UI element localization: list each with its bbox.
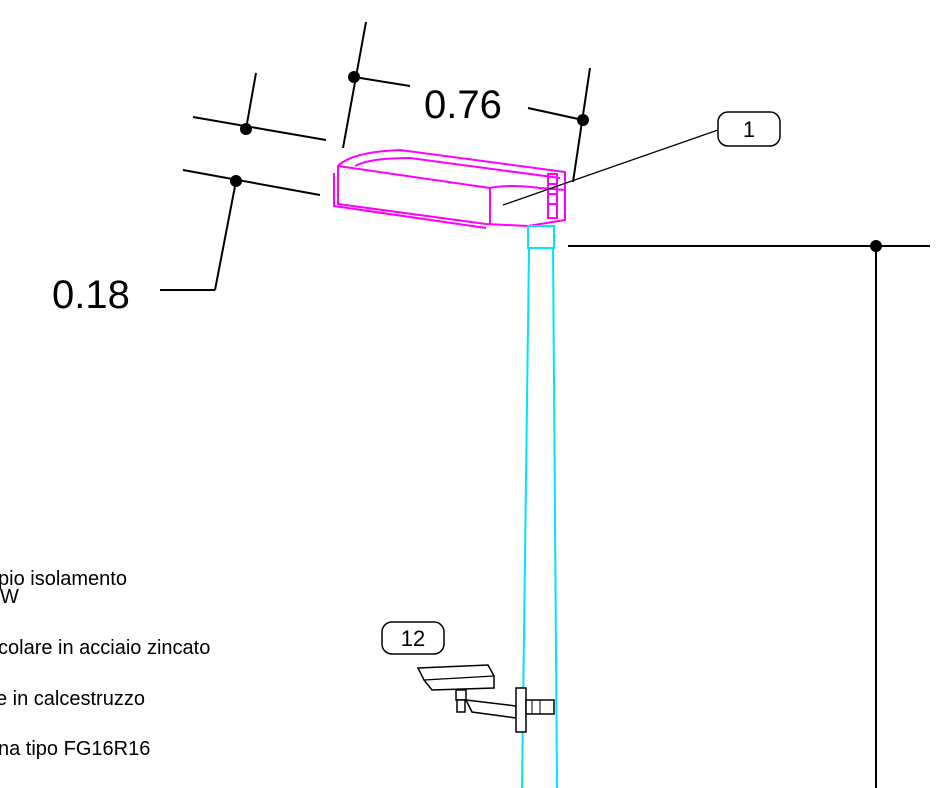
dimension-width: 0.76 bbox=[342, 21, 591, 183]
callout-lamp: 1 bbox=[502, 111, 781, 206]
camera-body bbox=[416, 664, 495, 691]
note-line: na tipo FG16R16 bbox=[0, 738, 150, 760]
dimension-width-label: 0.76 bbox=[424, 83, 502, 127]
callout-camera: 12 bbox=[381, 621, 445, 655]
dimension-line-bottom bbox=[214, 180, 237, 291]
extension-line-top bbox=[192, 116, 327, 141]
dimension-line-top bbox=[245, 72, 257, 130]
dimension-dot bbox=[230, 175, 242, 187]
pole-top-joint bbox=[527, 225, 555, 249]
dimension-height-label: 0.18 bbox=[52, 273, 130, 317]
camera-arm bbox=[464, 699, 517, 719]
dimension-line-left bbox=[353, 76, 411, 87]
callout-number: 1 bbox=[743, 117, 755, 142]
lamp-housing bbox=[337, 148, 566, 228]
callout-number: 12 bbox=[401, 626, 425, 651]
note-line: e in calcestruzzo bbox=[0, 688, 145, 710]
lamp-mount-bracket bbox=[547, 173, 558, 219]
lamp-top-ridge bbox=[354, 156, 561, 179]
callout-bubble bbox=[381, 621, 445, 655]
cctv-camera bbox=[416, 664, 555, 733]
dimension-line-right bbox=[527, 107, 584, 121]
camera-pivot bbox=[455, 689, 467, 701]
note-line: pio isolamento bbox=[0, 568, 127, 590]
pole-right-edge bbox=[552, 247, 558, 788]
callout-bubble bbox=[717, 111, 781, 147]
legend-notes: pio isolamento W colare in acciaio zinca… bbox=[0, 568, 210, 760]
dimension-height: 0.18 bbox=[52, 72, 327, 317]
note-line: colare in acciaio zincato bbox=[0, 637, 210, 659]
extension-line-bottom bbox=[182, 169, 321, 196]
dimension-dot bbox=[577, 114, 589, 126]
lamp-front-edge bbox=[337, 165, 491, 224]
note-line: W bbox=[0, 586, 19, 608]
lamp-body-line bbox=[489, 185, 566, 191]
callout-leader bbox=[502, 129, 719, 206]
extension-line-left bbox=[342, 21, 367, 149]
dimension-dot bbox=[870, 240, 882, 252]
dimension-dot bbox=[348, 71, 360, 83]
street-lamp-head bbox=[333, 148, 566, 229]
dimension-dot bbox=[240, 123, 252, 135]
height-reference bbox=[568, 240, 930, 788]
camera-mount-plate bbox=[515, 687, 527, 733]
lamp-lens bbox=[333, 173, 487, 229]
